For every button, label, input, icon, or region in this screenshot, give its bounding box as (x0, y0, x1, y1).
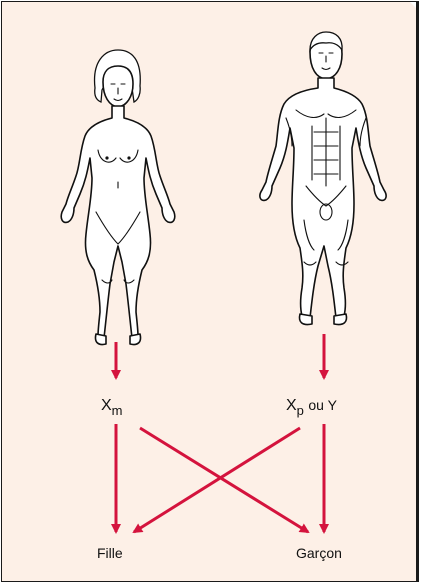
female-gamete-sub: m (112, 403, 123, 418)
male-gamete-label: Xp ou Y (286, 397, 337, 415)
female-feet (95, 334, 140, 345)
female-body (61, 106, 175, 338)
male-body (260, 78, 386, 318)
arrows (116, 334, 324, 532)
arrow-xp-to-fille (134, 428, 300, 532)
female-gamete-label: Xm (101, 397, 123, 415)
female-figure (61, 50, 175, 345)
male-gamete-base: X (286, 397, 297, 414)
son-label: Garçon (296, 545, 342, 561)
arrow-xm-to-garcon (140, 428, 308, 532)
male-feet (300, 314, 347, 325)
male-figure (260, 32, 386, 325)
male-gamete-sub: p (297, 403, 304, 418)
daughter-label: Fille (97, 545, 123, 561)
female-gamete-base: X (101, 397, 112, 414)
male-gamete-rest: ou Y (308, 397, 337, 413)
